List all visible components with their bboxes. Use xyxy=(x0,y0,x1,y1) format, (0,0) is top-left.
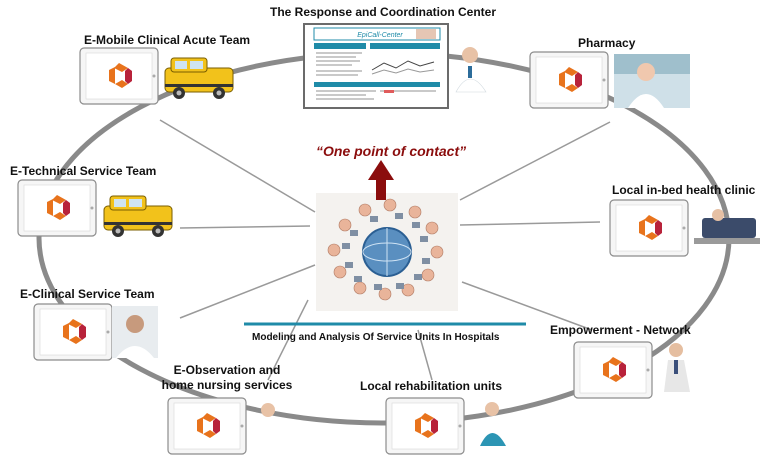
doctor-top-photo xyxy=(455,47,487,93)
up-arrow xyxy=(368,160,394,200)
center-title: The Response and Coordination Center xyxy=(270,5,497,19)
spoke-observation xyxy=(267,299,309,381)
spoke-clinical xyxy=(179,264,316,319)
tablet-pharmacy xyxy=(529,51,609,109)
label-mobile-acute: E-Mobile Clinical Acute Team xyxy=(84,33,251,47)
caption: Modeling and Analysis Of Service Units I… xyxy=(252,332,500,343)
spoke-technical xyxy=(179,225,311,229)
tablet-empowerment xyxy=(573,341,653,399)
businessman-photo xyxy=(664,343,690,392)
spoke-rehab xyxy=(417,329,433,381)
nurse-photo xyxy=(256,403,282,446)
tablet-mobile-acute xyxy=(79,47,159,105)
screen-title: EpiCall-Center xyxy=(357,32,403,39)
doctor-photo xyxy=(112,306,158,358)
taxi-mobile-acute xyxy=(164,57,234,100)
label-pharmacy: Pharmacy xyxy=(578,36,636,50)
label-technical: E-Technical Service Team xyxy=(10,164,157,178)
slogan: “One point of contact” xyxy=(316,143,467,159)
label-clinical: E-Clinical Service Team xyxy=(20,287,155,301)
tablet-rehab xyxy=(385,397,465,455)
hospital-bed xyxy=(694,209,760,244)
taxi-technical xyxy=(103,195,173,238)
tablet-technical xyxy=(17,179,97,237)
spoke-mobile-acute xyxy=(159,119,316,213)
spoke-in-bed xyxy=(459,221,601,226)
spoke-pharmacy xyxy=(459,121,611,201)
tablet-clinical xyxy=(33,303,113,361)
pharmacist-photo xyxy=(614,54,690,108)
therapist-photo xyxy=(480,402,506,446)
spokes xyxy=(159,119,611,381)
tablet-in-bed xyxy=(609,199,689,257)
label-rehab: Local rehabilitation units xyxy=(360,379,503,393)
label-observation-1: E-Observation and xyxy=(173,363,281,377)
spoke-empowerment xyxy=(461,281,593,331)
label-empowerment: Empowerment - Network xyxy=(550,323,691,337)
epicall-screen: EpiCall-Center xyxy=(303,23,449,109)
tablet-observation xyxy=(167,397,247,455)
center-people-cluster xyxy=(316,193,458,311)
label-in-bed: Local in-bed health clinic xyxy=(612,183,756,197)
label-observation-2: home nursing services xyxy=(161,378,293,392)
